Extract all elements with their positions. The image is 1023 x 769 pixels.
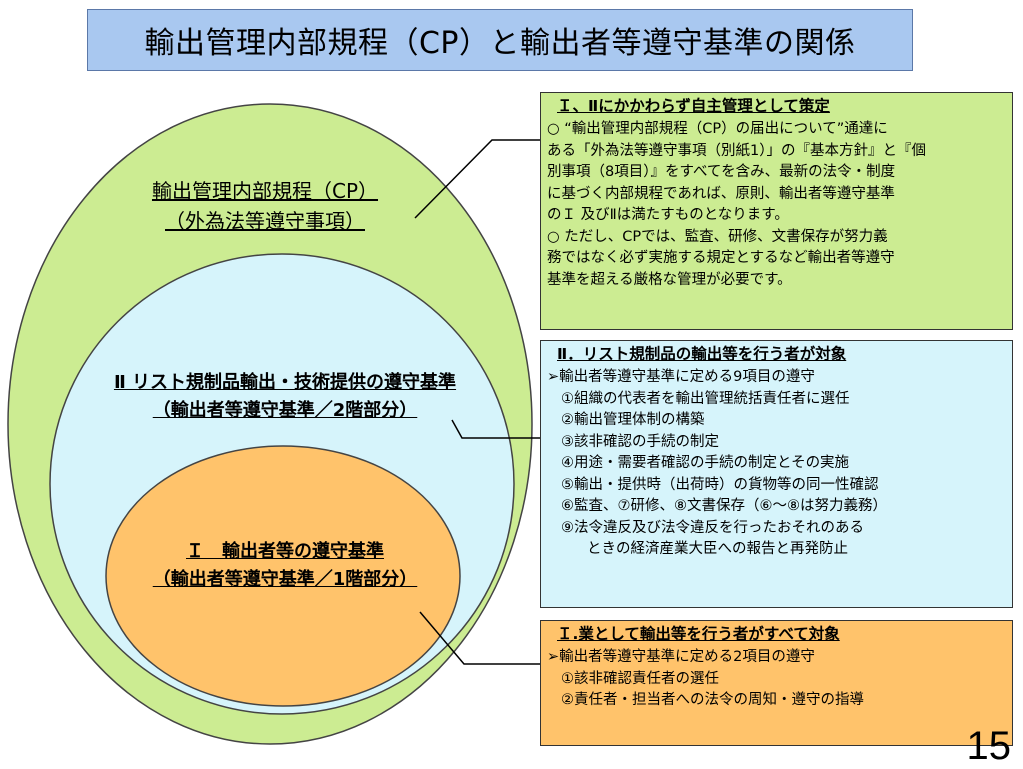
level2-description-panel: Ⅱ．リスト規制品の輸出等を行う者が対象 ➢輸出者等遵守基準に定める9項目の遵守 … [540, 340, 1013, 608]
level1-description-panel: Ｉ.業として輸出等を行う者がすべて対象 ➢輸出者等遵守基準に定める2項目の遵守 … [540, 620, 1013, 746]
panel-line: ⑨法令違反及び法令違反を行ったおそれのある [561, 519, 864, 536]
cp-label-line1: 輸出管理内部規程（CP） [151, 179, 379, 203]
panel-line: ②輸出管理体制の構築 [561, 412, 705, 428]
panel-line: のＩ 及びⅡは満たすものとなります。 [547, 207, 789, 223]
panel-heading: Ⅱ．リスト規制品の輸出等を行う者が対象 [557, 345, 847, 363]
level2-label: Ⅱ リスト規制品輸出・技術提供の遵守基準 （輸出者等遵守基準／2階部分） [45, 369, 525, 425]
panel-line: ⑥監査、⑦研修、⑧文書保存（⑥～⑧は努力義務） [561, 498, 887, 514]
cp-description-panel: Ｉ、Ⅱにかかわらず自主管理として策定 ○ “輸出管理内部規程（CP）の届出につい… [540, 92, 1013, 330]
panel-heading: Ｉ、Ⅱにかかわらず自主管理として策定 [557, 97, 830, 115]
panel-line: 務ではなく必ず実施する規定とするなど輸出者等遵守 [547, 250, 895, 266]
panel-line: ときの経済産業大臣への報告と再発防止 [587, 541, 848, 557]
level2-label-line2: （輸出者等遵守基準／2階部分） [152, 400, 418, 421]
panel-line: ①組織の代表者を輸出管理統括責任者に選任 [561, 390, 850, 407]
connector-level2 [451, 419, 540, 439]
panel-line: ①該非確認責任者の選任 [561, 670, 719, 687]
panel-line: に基づく内部規程であれば、原則、輸出者等遵守基準 [547, 185, 895, 202]
panel-line: ある「外為法等遵守事項（別紙1）」の『基本方針』と『個 [547, 142, 926, 159]
level1-label-line2: （輸出者等遵守基準／1階部分） [152, 569, 418, 590]
panel-line: 基準を超える厳格な管理が必要です。 [547, 271, 792, 288]
connector-level1 [419, 611, 540, 665]
panel-line: ④用途・需要者確認の手続の制定とその実施 [561, 455, 850, 471]
panel-line: ➢輸出者等遵守基準に定める9項目の遵守 [547, 369, 815, 385]
connector-cp [414, 139, 540, 219]
cp-label: 輸出管理内部規程（CP） （外為法等遵守事項） [100, 176, 430, 236]
panel-line: ③該非確認の手続の制定 [561, 433, 719, 450]
page-number: 15 [966, 724, 1012, 768]
panel-heading: Ｉ.業として輸出等を行う者がすべて対象 [557, 625, 840, 643]
level1-ellipse [105, 445, 461, 707]
level1-label: Ｉ 輸出者等の遵守基準 （輸出者等遵守基準／1階部分） [105, 538, 465, 594]
panel-line: 別事項（8項目）』をすべてを含み、最新の法令・制度 [547, 164, 896, 180]
level2-label-line1: Ⅱ リスト規制品輸出・技術提供の遵守基準 [113, 372, 457, 393]
panel-line: ⑤輸出・提供時（出荷時）の貨物等の同一性確認 [561, 476, 879, 493]
level1-label-line1: Ｉ 輸出者等の遵守基準 [186, 541, 384, 562]
panel-line: ②責任者・担当者への法令の周知・遵守の指導 [561, 692, 864, 708]
panel-line: ○ “輸出管理内部規程（CP）の届出について”通達に [547, 121, 888, 137]
page-title: 輸出管理内部規程（CP）と輸出者等遵守基準の関係 [87, 9, 913, 71]
panel-line: ➢輸出者等遵守基準に定める2項目の遵守 [547, 649, 815, 665]
panel-line: ○ ただし、CPでは、監査、研修、文書保存が努力義 [547, 228, 888, 245]
cp-label-line2: （外為法等遵守事項） [165, 209, 365, 233]
